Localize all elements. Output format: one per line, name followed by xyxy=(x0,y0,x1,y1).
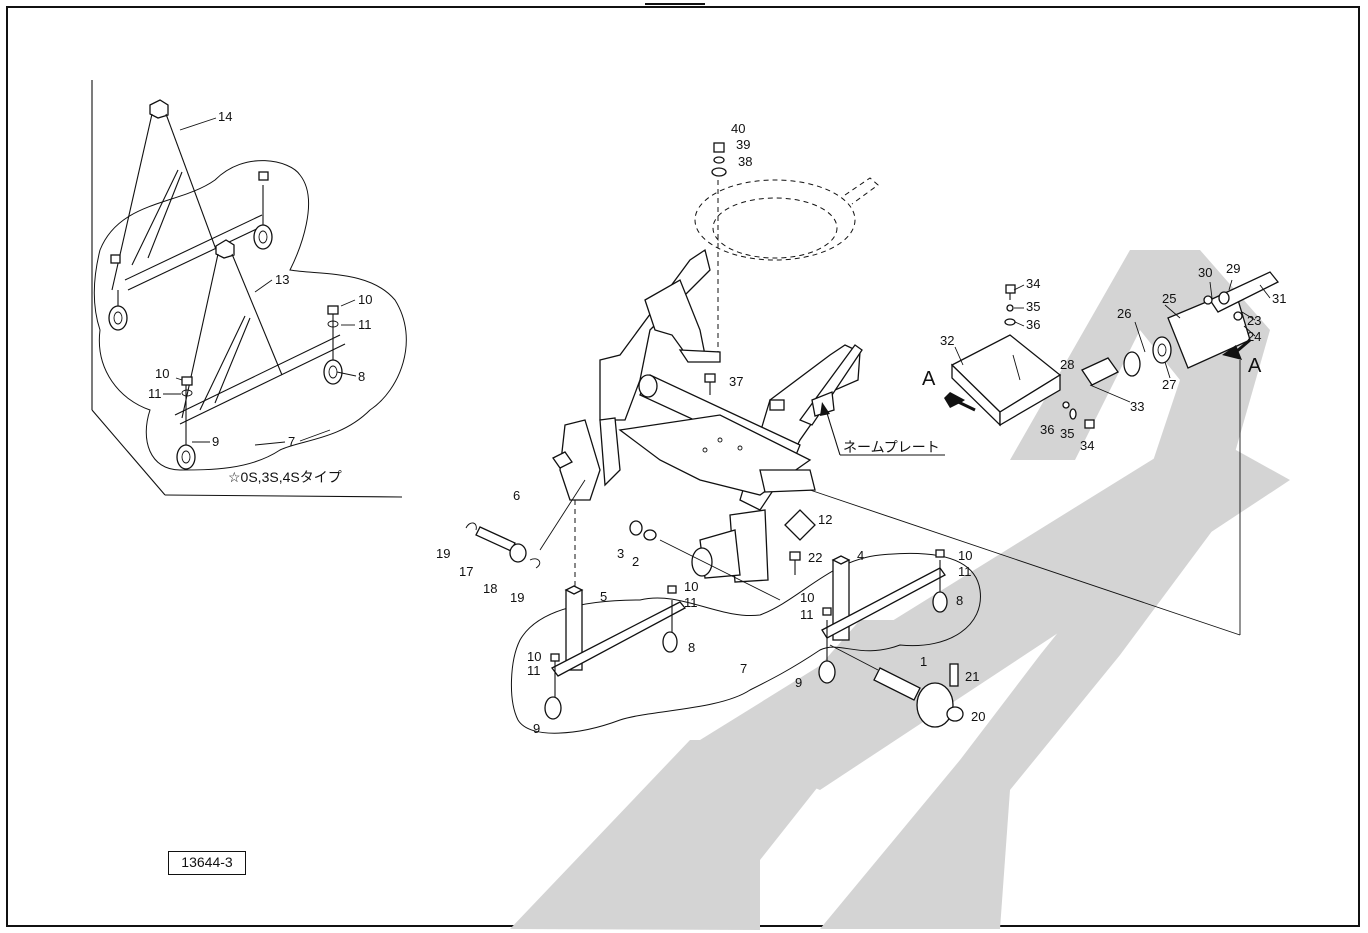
inset-panel xyxy=(91,80,407,498)
callout-37: 37 xyxy=(729,374,743,389)
callout-21: 21 xyxy=(965,669,979,684)
callout-11: 11 xyxy=(148,386,162,401)
lower-stand xyxy=(511,549,981,734)
callout-12: 12 xyxy=(818,512,832,527)
callout-4: 4 xyxy=(857,548,864,563)
callout-36: 36 xyxy=(1040,422,1054,437)
shaft-part xyxy=(873,667,921,701)
callout-28: 28 xyxy=(1060,357,1074,372)
callout-29: 29 xyxy=(1226,261,1240,276)
type-note: ☆0S,3S,4Sタイプ xyxy=(228,469,342,485)
callout-19: 19 xyxy=(510,590,524,605)
callout-36: 36 xyxy=(1026,317,1040,332)
callout-10: 10 xyxy=(958,548,972,563)
callout-11: 11 xyxy=(800,607,814,622)
callout-3: 3 xyxy=(617,546,624,561)
callout-10: 10 xyxy=(358,292,372,307)
callout-10: 10 xyxy=(800,590,814,605)
watermark-shape xyxy=(510,740,760,930)
header-rule xyxy=(645,3,705,5)
callout-9: 9 xyxy=(533,721,540,736)
callout-8: 8 xyxy=(358,369,365,384)
callout-8: 8 xyxy=(956,593,963,608)
nameplate-label: ネームプレート xyxy=(843,439,940,455)
reference-code-box: 13644-3 xyxy=(168,851,246,875)
callout-31: 31 xyxy=(1272,291,1286,306)
callout-33: 33 xyxy=(1130,399,1144,414)
view-a-label: A xyxy=(1248,355,1262,377)
callout-34: 34 xyxy=(1080,438,1094,453)
callout-20: 20 xyxy=(971,709,985,724)
main-frame-assembly xyxy=(465,142,1241,636)
callout-19: 19 xyxy=(436,546,450,561)
callout-35: 35 xyxy=(1060,426,1074,441)
callout-38: 38 xyxy=(738,154,752,169)
callout-34: 34 xyxy=(1026,276,1040,291)
watermark-shape xyxy=(820,655,1120,929)
callout-10: 10 xyxy=(155,366,169,381)
callout-32: 32 xyxy=(940,333,954,348)
callout-11: 11 xyxy=(358,317,372,332)
caster-icon xyxy=(108,290,128,331)
callout-24: 24 xyxy=(1247,329,1261,344)
callout-14: 14 xyxy=(218,109,232,124)
hopper-outline xyxy=(694,179,856,261)
callout-10: 10 xyxy=(684,579,698,594)
watermark-shape xyxy=(1040,480,1250,655)
callout-30: 30 xyxy=(1198,265,1212,280)
callout-11: 11 xyxy=(527,663,541,678)
callout-6: 6 xyxy=(513,488,520,503)
caster-icon xyxy=(323,306,343,385)
callout-11: 11 xyxy=(958,564,972,579)
callout-9: 9 xyxy=(212,434,219,449)
caster-icon xyxy=(176,385,196,470)
callout-10: 10 xyxy=(527,649,541,664)
callout-40: 40 xyxy=(731,121,745,136)
callout-7: 7 xyxy=(288,434,295,449)
view-a-label: A xyxy=(922,368,936,390)
callout-11: 11 xyxy=(684,595,698,610)
callout-18: 18 xyxy=(483,581,497,596)
callout-17: 17 xyxy=(459,564,473,579)
callout-39: 39 xyxy=(736,137,750,152)
callout-8: 8 xyxy=(688,640,695,655)
callout-26: 26 xyxy=(1117,306,1131,321)
view-a-detail xyxy=(944,271,1280,429)
callout-2: 2 xyxy=(632,554,639,569)
callout-9: 9 xyxy=(795,675,802,690)
callout-1: 1 xyxy=(920,654,927,669)
callout-5: 5 xyxy=(600,589,607,604)
callout-23: 23 xyxy=(1247,313,1261,328)
callout-22: 22 xyxy=(808,550,822,565)
caster-icon xyxy=(253,185,273,250)
callout-25: 25 xyxy=(1162,291,1176,306)
callout-7: 7 xyxy=(740,661,747,676)
callout-35: 35 xyxy=(1026,299,1040,314)
nameplate-leader xyxy=(820,402,945,456)
cover-plate xyxy=(950,334,1062,413)
label-decal-icon xyxy=(784,509,816,541)
callout-13: 13 xyxy=(275,272,289,287)
callout-27: 27 xyxy=(1162,377,1176,392)
